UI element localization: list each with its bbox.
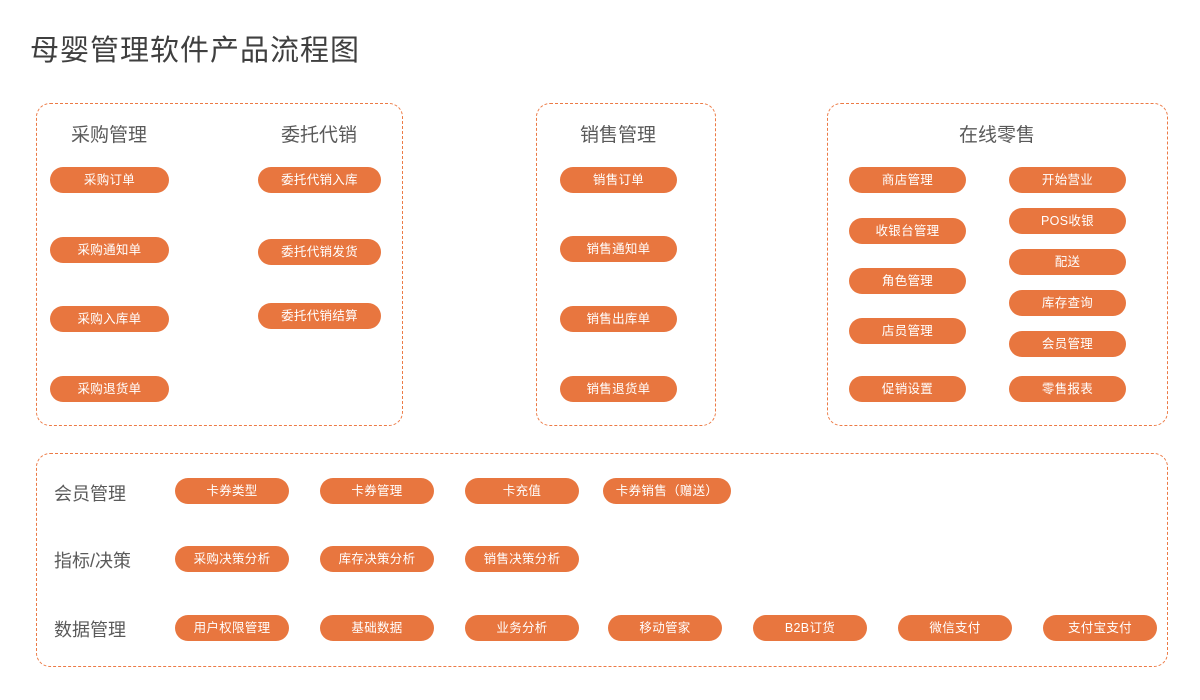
row-label-0: 会员管理 (54, 484, 126, 504)
pill-button[interactable]: 委托代销入库 (258, 167, 381, 193)
pill-button[interactable]: POS收银 (1009, 208, 1126, 234)
page-title: 母婴管理软件产品流程图 (30, 35, 361, 67)
panel-title-online-retail-0: 在线零售 (958, 125, 1036, 146)
pill-button[interactable]: 商店管理 (849, 167, 966, 193)
pill-button[interactable]: 会员管理 (1009, 331, 1126, 357)
panel-title-procurement-consignment-0: 采购管理 (70, 125, 148, 146)
pill-button[interactable]: 委托代销发货 (258, 239, 381, 265)
pill-button[interactable]: 卡券管理 (320, 478, 434, 504)
pill-button[interactable]: 库存查询 (1009, 290, 1126, 316)
pill-button[interactable]: 开始营业 (1009, 167, 1126, 193)
row-label-1: 指标/决策 (54, 551, 132, 571)
pill-button[interactable]: 卡充值 (465, 478, 579, 504)
pill-button[interactable]: 店员管理 (849, 318, 966, 344)
pill-button[interactable]: 基础数据 (320, 615, 434, 641)
pill-button[interactable]: 用户权限管理 (175, 615, 289, 641)
pill-button[interactable]: 采购入库单 (50, 306, 169, 332)
pill-button[interactable]: 收银台管理 (849, 218, 966, 244)
pill-button[interactable]: 卡券类型 (175, 478, 289, 504)
row-label-2: 数据管理 (54, 620, 126, 640)
panel-title-sales-management-0: 销售管理 (579, 125, 657, 146)
pill-button[interactable]: 微信支付 (898, 615, 1012, 641)
pill-button[interactable]: 采购决策分析 (175, 546, 289, 572)
pill-button[interactable]: 采购退货单 (50, 376, 169, 402)
pill-button[interactable]: 销售出库单 (560, 306, 677, 332)
pill-button[interactable]: 业务分析 (465, 615, 579, 641)
panel-procurement-consignment (36, 103, 403, 426)
pill-button[interactable]: 促销设置 (849, 376, 966, 402)
pill-button[interactable]: 销售退货单 (560, 376, 677, 402)
pill-button[interactable]: 采购通知单 (50, 237, 169, 263)
pill-button[interactable]: 销售订单 (560, 167, 677, 193)
pill-button[interactable]: 委托代销结算 (258, 303, 381, 329)
panel-sales-management (536, 103, 716, 426)
pill-button[interactable]: 采购订单 (50, 167, 169, 193)
pill-button[interactable]: 配送 (1009, 249, 1126, 275)
panel-online-retail (827, 103, 1168, 426)
panel-bottom-panel (36, 453, 1168, 667)
pill-button[interactable]: 零售报表 (1009, 376, 1126, 402)
pill-button[interactable]: 卡券销售（赠送） (603, 478, 731, 504)
pill-button[interactable]: 销售决策分析 (465, 546, 579, 572)
pill-button[interactable]: 库存决策分析 (320, 546, 434, 572)
pill-button[interactable]: 销售通知单 (560, 236, 677, 262)
pill-button[interactable]: 角色管理 (849, 268, 966, 294)
pill-button[interactable]: 支付宝支付 (1043, 615, 1157, 641)
panel-title-procurement-consignment-1: 委托代销 (280, 125, 358, 146)
pill-button[interactable]: 移动管家 (608, 615, 722, 641)
pill-button[interactable]: B2B订货 (753, 615, 867, 641)
